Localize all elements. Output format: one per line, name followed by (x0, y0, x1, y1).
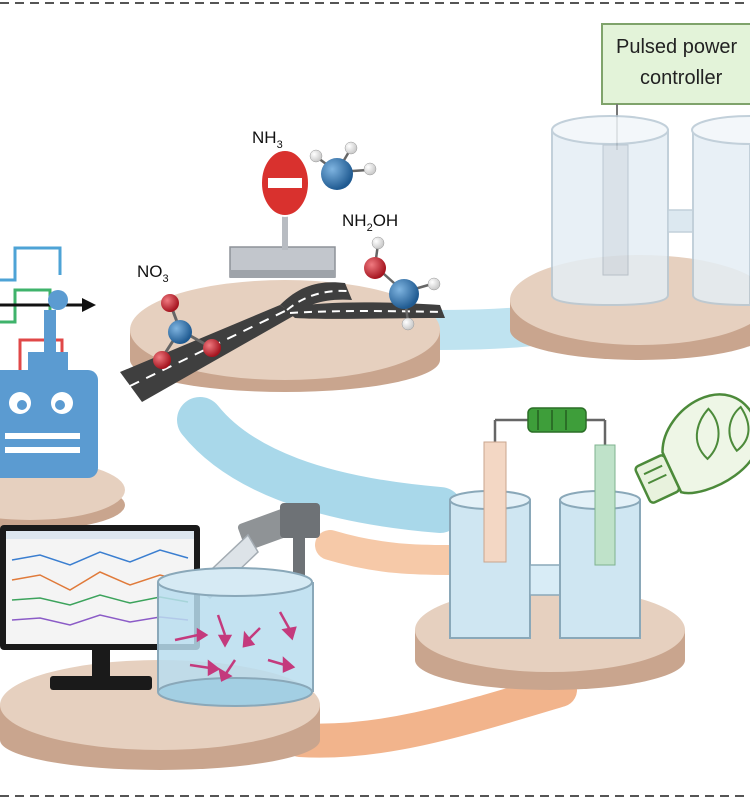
resistor-icon (493, 407, 607, 460)
nh2oh-molecule (364, 236, 441, 331)
orange-stream-lower (283, 673, 577, 758)
water-stream-lower (177, 397, 463, 533)
robot-icon (0, 310, 98, 478)
barrier (229, 212, 336, 278)
controller-label-line1: Pulsed power (616, 36, 738, 58)
leaf-icon (695, 405, 750, 461)
light-bulb-icon (634, 393, 750, 504)
nh3-label: NH3 (252, 128, 283, 151)
nh3-molecule (309, 141, 377, 190)
nh2oh-label: NH2OH (342, 211, 398, 234)
stop-sign-icon (260, 149, 310, 217)
plasma-reactor-beaker (157, 567, 314, 707)
pulsed-electrolyzer-cell (551, 115, 750, 307)
h-cell-electrolyzer (449, 441, 641, 639)
orange-stream-upper (315, 530, 465, 575)
controller-box: Pulsed power controller (601, 23, 750, 150)
no3-molecule (153, 294, 221, 369)
controller-label-line2: controller (640, 67, 723, 89)
no3-label: NO3 (137, 262, 169, 285)
